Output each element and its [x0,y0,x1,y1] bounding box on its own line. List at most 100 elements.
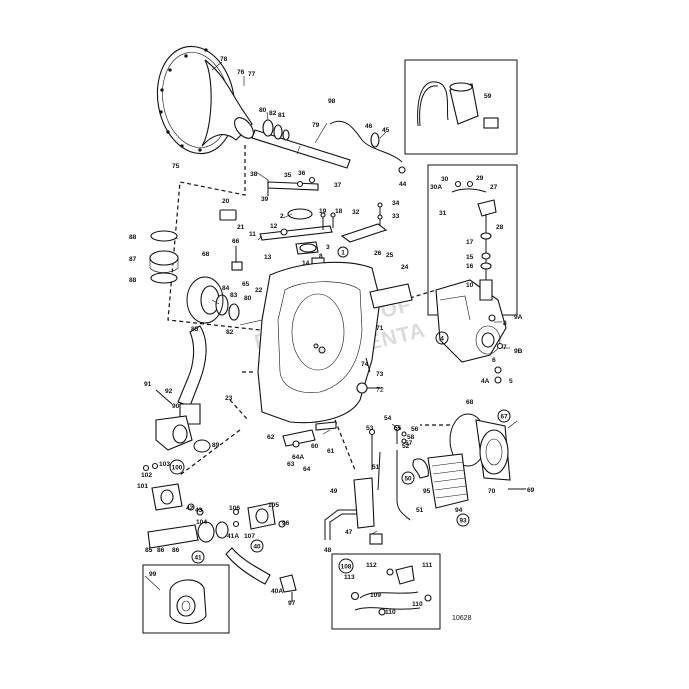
callout: 58 [407,434,415,441]
pump-cover [142,462,183,511]
callout: 81 [278,112,286,119]
callout: 24 [401,264,409,271]
cable-clamp [370,132,380,148]
bell-housing [156,45,254,155]
circled-callout: 93 [459,518,467,525]
callout: 60 [311,443,319,450]
callout: 82 [269,110,277,117]
callout: 54 [384,415,392,422]
callout: 78 [220,56,228,63]
callout: 109 [370,592,381,599]
callout: 88 [129,277,137,284]
callout: 63 [287,461,295,468]
callout: 94 [455,507,463,514]
callout: 12 [270,223,278,230]
drive-shaft [251,119,351,169]
inset-wiring-parts [417,81,499,129]
circled-callouts: 1 4 67 93 50 100 41 40 108 [169,246,511,574]
callout: 56 [411,426,419,433]
callout: 53 [366,425,374,432]
callout: 87 [129,256,137,263]
mount-bracket [282,421,337,448]
leader-lines [144,61,518,591]
callout: 21 [237,224,245,231]
nut-6 [494,366,502,374]
inset-99-pump [169,579,207,625]
callout: 82 [226,329,234,336]
circled-callout: 50 [404,476,412,483]
callout: 73 [376,371,384,378]
callout: 85 [191,326,199,333]
callout: 46 [365,123,373,130]
callout: 42 [186,505,194,512]
callout: 52 [402,443,410,450]
callout: 59 [484,93,492,100]
callout: 36 [298,170,306,177]
callout: 34 [392,200,400,207]
screw-44 [398,166,406,174]
inset-box-99 [142,564,230,634]
callout: 105 [268,502,279,509]
callout: 64A [292,454,304,461]
callout: 13 [264,254,272,261]
callout: 91 [144,381,152,388]
callout: 20 [222,198,230,205]
fasteners-top [320,202,383,230]
throttle-cable [329,120,403,163]
callout: 35 [284,172,292,179]
callout: 101 [137,483,148,490]
valve-parts [187,502,286,530]
callout: 7 [503,344,507,351]
o-ring-68 [186,276,224,324]
output-flange [449,413,511,481]
oil-cooler [155,415,193,451]
circled-callout: 40 [253,544,261,551]
inset-box-108 [331,553,441,630]
bracket-20 [219,209,237,221]
inset-label-99: 99 [149,571,157,578]
callout: 5 [509,378,513,385]
callout: 104 [196,519,207,526]
callout: 26 [374,250,382,257]
screw-73 [365,357,371,373]
plug-72 [356,382,368,394]
callout: 72 [376,387,384,394]
callout: 28 [496,224,504,231]
callout: 9B [514,348,523,355]
callout: 17 [466,239,474,246]
callout-labels: 78 76 77 98 80 82 81 79 46 45 44 75 38 3… [129,56,535,616]
callout: 31 [439,210,447,217]
callout: 57 [405,440,413,447]
reference-number: 10628 [452,615,472,622]
circled-callout: 100 [172,465,183,472]
callout: 110 [385,609,396,616]
circled-callout: 108 [341,564,352,571]
callout: 107 [244,533,255,540]
transmission-housing [239,261,381,424]
callout: 51 [372,464,380,471]
o-ring-89 [193,439,211,453]
inset-switch-parts [451,180,497,301]
callout: 43 [195,507,203,514]
callout: 71 [376,325,384,332]
callout: 40A [271,588,283,595]
callout: 84 [222,285,230,292]
callout: 11 [249,231,256,238]
callout: 14 [302,260,310,267]
callout: 2 [280,213,284,220]
callout: 30 [441,176,449,183]
shift-bellows [412,453,469,509]
callout: 38 [250,171,258,178]
callout: 85 [145,547,153,554]
callout: 16 [466,263,474,270]
callout: 113 [344,574,355,581]
callout: 111 [422,562,433,569]
callout: 90 [172,403,180,410]
callout: 77 [248,71,256,78]
callout: 10 [466,282,474,289]
hose-clamps [149,230,179,284]
callout: 97 [288,600,296,607]
callout: 61 [327,448,335,455]
callout: 45 [382,127,390,134]
